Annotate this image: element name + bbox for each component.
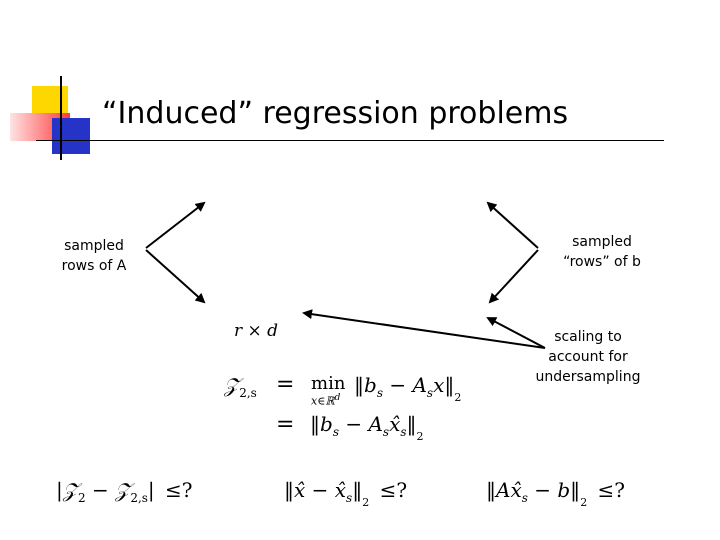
b3-expr: ‖Ax̂ xyxy=(486,478,522,502)
callout-right-line2: “rows” of b xyxy=(552,252,652,272)
min-subscript: x∈ℝd xyxy=(311,392,351,408)
arrow-left-down xyxy=(146,250,204,302)
norm1-close: ‖ xyxy=(444,373,454,397)
min-sub-text: x∈ℝ xyxy=(311,395,335,408)
b2-expr: ‖x̂ − x̂ xyxy=(284,478,346,502)
b1-sub2s: 2,s xyxy=(130,491,148,505)
arrow-scaling-left xyxy=(304,313,545,348)
b1-close: | xyxy=(148,478,155,502)
callout-sampled-rows-a: sampled rows of A xyxy=(46,236,142,276)
equation-line-1: 𝒵2,s xyxy=(224,373,257,400)
norm1-2: 2 xyxy=(454,391,461,404)
dims-label: r × d xyxy=(234,321,278,341)
arrow-left-up xyxy=(146,203,204,248)
norm2-2: 2 xyxy=(417,430,424,443)
arrow-right-up xyxy=(488,203,538,248)
callout-left-line1: sampled xyxy=(46,236,142,256)
norm2-open: ‖b xyxy=(310,412,333,436)
norm-expression-1: ‖bs − Asx‖2 xyxy=(354,373,461,404)
min-label: min xyxy=(311,373,351,394)
callout-scaling-line1: scaling to xyxy=(532,327,644,347)
b3-2: 2 xyxy=(580,496,587,509)
bottom-inequality-2: ‖x̂ − x̂s‖2 ≤? xyxy=(284,478,407,509)
min-sup-d: d xyxy=(335,392,341,403)
callout-scaling: scaling to account for undersampling xyxy=(532,327,644,387)
b2-q: ≤? xyxy=(380,478,407,502)
bottom-inequality-1: |𝒵2 − 𝒵2,s| ≤? xyxy=(56,478,193,505)
callout-left-line2: rows of A xyxy=(46,256,142,276)
z-sub: 2,s xyxy=(239,386,257,400)
z-symbol: 𝒵 xyxy=(224,373,239,397)
norm2-close: ‖ xyxy=(407,412,417,436)
eq1-sign: = xyxy=(276,372,294,397)
bottom-inequality-3: ‖Ax̂s − b‖2 ≤? xyxy=(486,478,625,509)
b1-q: ≤? xyxy=(165,478,192,502)
b2-close: ‖ xyxy=(352,478,362,502)
b2-2: 2 xyxy=(362,496,369,509)
eq2-sign: = xyxy=(276,412,294,437)
b1-sub2: 2 xyxy=(78,491,86,505)
callout-scaling-line2: account for xyxy=(532,347,644,367)
norm2-minus: − A xyxy=(339,412,383,436)
callout-scaling-line3: undersampling xyxy=(532,367,644,387)
b3-mid: − b‖ xyxy=(528,478,580,502)
norm1-minus: − A xyxy=(383,373,427,397)
b1-open: |𝒵 xyxy=(56,478,78,502)
callout-sampled-rows-b: sampled “rows” of b xyxy=(552,232,652,272)
norm2-xhat: x̂ xyxy=(389,412,400,436)
arrow-right-down xyxy=(490,250,538,302)
norm-expression-2: ‖bs − Asx̂s‖2 xyxy=(310,412,424,443)
norm1-open: ‖b xyxy=(354,373,377,397)
b1-minus: − 𝒵 xyxy=(86,478,131,502)
norm1-x: x xyxy=(433,373,444,397)
b3-q: ≤? xyxy=(598,478,625,502)
callout-right-line1: sampled xyxy=(552,232,652,252)
min-operator: min x∈ℝd xyxy=(311,373,351,408)
